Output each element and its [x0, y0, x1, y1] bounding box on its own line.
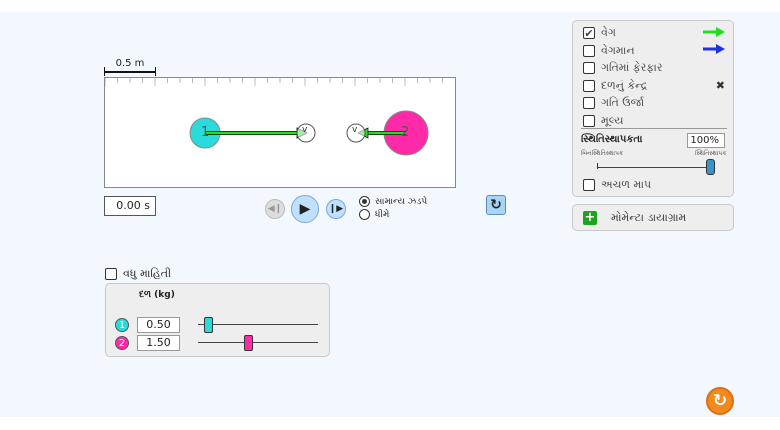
velocity-handle-1[interactable]	[296, 123, 316, 143]
checkbox[interactable]	[583, 62, 595, 74]
velocity-label-1: v	[302, 125, 308, 135]
elasticity-value: 100%	[687, 133, 725, 148]
green-arrow-icon	[703, 26, 725, 40]
control-checkbox-5[interactable]: મૂલ્ય	[583, 114, 725, 128]
reset-all-button[interactable]: ↻	[706, 387, 734, 415]
control-checkbox-2[interactable]: ગતિમાં ફેરફાર	[583, 61, 725, 75]
mass-1-input[interactable]: 0.50	[137, 317, 180, 333]
play-icon: ▶	[299, 201, 311, 217]
checkbox[interactable]: ✔	[583, 26, 595, 40]
velocity-handle-2[interactable]	[346, 123, 366, 143]
control-checkbox-3[interactable]: દળનું કેન્દ્ર✖	[583, 79, 725, 93]
elasticity-slider[interactable]	[597, 167, 711, 168]
velocity-label-2: v	[352, 125, 358, 135]
mass-1-thumb[interactable]	[203, 317, 213, 333]
control-checkbox-0[interactable]: ✔વેગ	[583, 26, 725, 40]
fixed-size-checkbox[interactable]: અચળ માપ	[583, 178, 651, 192]
checkbox[interactable]	[583, 79, 595, 92]
control-checkbox-1[interactable]: વેગમાન	[583, 44, 725, 58]
checkbox[interactable]	[583, 44, 595, 57]
reset-icon: ↻	[712, 391, 728, 411]
controls-panel: ✔વેગ વેગમાન ગતિમાં ફેરફાર દળનું કેન્દ્ર✖ ગતિ…	[572, 20, 734, 197]
restart-icon: ↻	[490, 197, 502, 213]
checkbox[interactable]	[583, 114, 595, 127]
more-data-checkbox[interactable]: વધુ માહિતી	[105, 267, 171, 281]
step-forward-icon: ❙▶	[328, 204, 344, 214]
restart-button[interactable]: ↻	[486, 195, 506, 215]
plus-icon: +	[583, 209, 597, 225]
play-area[interactable]: 1 2 v v	[104, 77, 456, 188]
step-back-icon: ◀❙	[267, 204, 283, 214]
slider-min-label: બિનસ્થિતિસ્થાપક	[581, 150, 624, 157]
sim-screen: 0.5 m 1 2 v v 0.00 s ◀❙ ▶ ❙▶ સામાન્ય	[0, 12, 780, 417]
ball-1-badge: 1	[115, 318, 129, 332]
scale-bar	[105, 71, 155, 73]
step-back-button[interactable]: ◀❙	[265, 199, 285, 219]
momentum-diagram-button[interactable]: + મોમેન્ટા ડાયાગ્રામ	[572, 204, 734, 231]
elasticity-label: સ્થિતિસ્થાપકતા	[581, 134, 643, 145]
scale-label: 0.5 m	[115, 58, 145, 69]
control-checkbox-4[interactable]: ગતિ ઉર્જા	[583, 96, 725, 110]
mass-2-slider[interactable]	[198, 342, 318, 343]
elasticity-slider-thumb[interactable]	[706, 159, 715, 175]
ball-2-badge: 2	[115, 336, 129, 350]
checkbox[interactable]	[583, 97, 595, 109]
mass-panel: દળ (kg) 1 2 0.50 1.50	[105, 283, 330, 357]
play-button[interactable]: ▶	[291, 195, 319, 223]
mass-2-thumb[interactable]	[244, 335, 254, 351]
mass-1-slider[interactable]	[198, 324, 318, 325]
ball-2-label: 2	[401, 125, 410, 140]
ball-1-label: 1	[201, 125, 210, 140]
x-icon: ✖	[715, 79, 725, 92]
speed-slow-radio[interactable]: ધીમે	[359, 209, 389, 220]
mass-2-input[interactable]: 1.50	[137, 335, 180, 351]
mass-header: દળ (kg)	[139, 290, 175, 300]
slider-max-label: સ્થિતિસ્થાપક	[695, 150, 727, 157]
time-display: 0.00 s	[104, 196, 156, 216]
ruler	[105, 78, 443, 86]
blue-arrow-icon	[703, 44, 725, 57]
speed-normal-radio[interactable]: સામાન્ય ઝડપે	[359, 196, 427, 207]
step-forward-button[interactable]: ❙▶	[326, 199, 346, 219]
